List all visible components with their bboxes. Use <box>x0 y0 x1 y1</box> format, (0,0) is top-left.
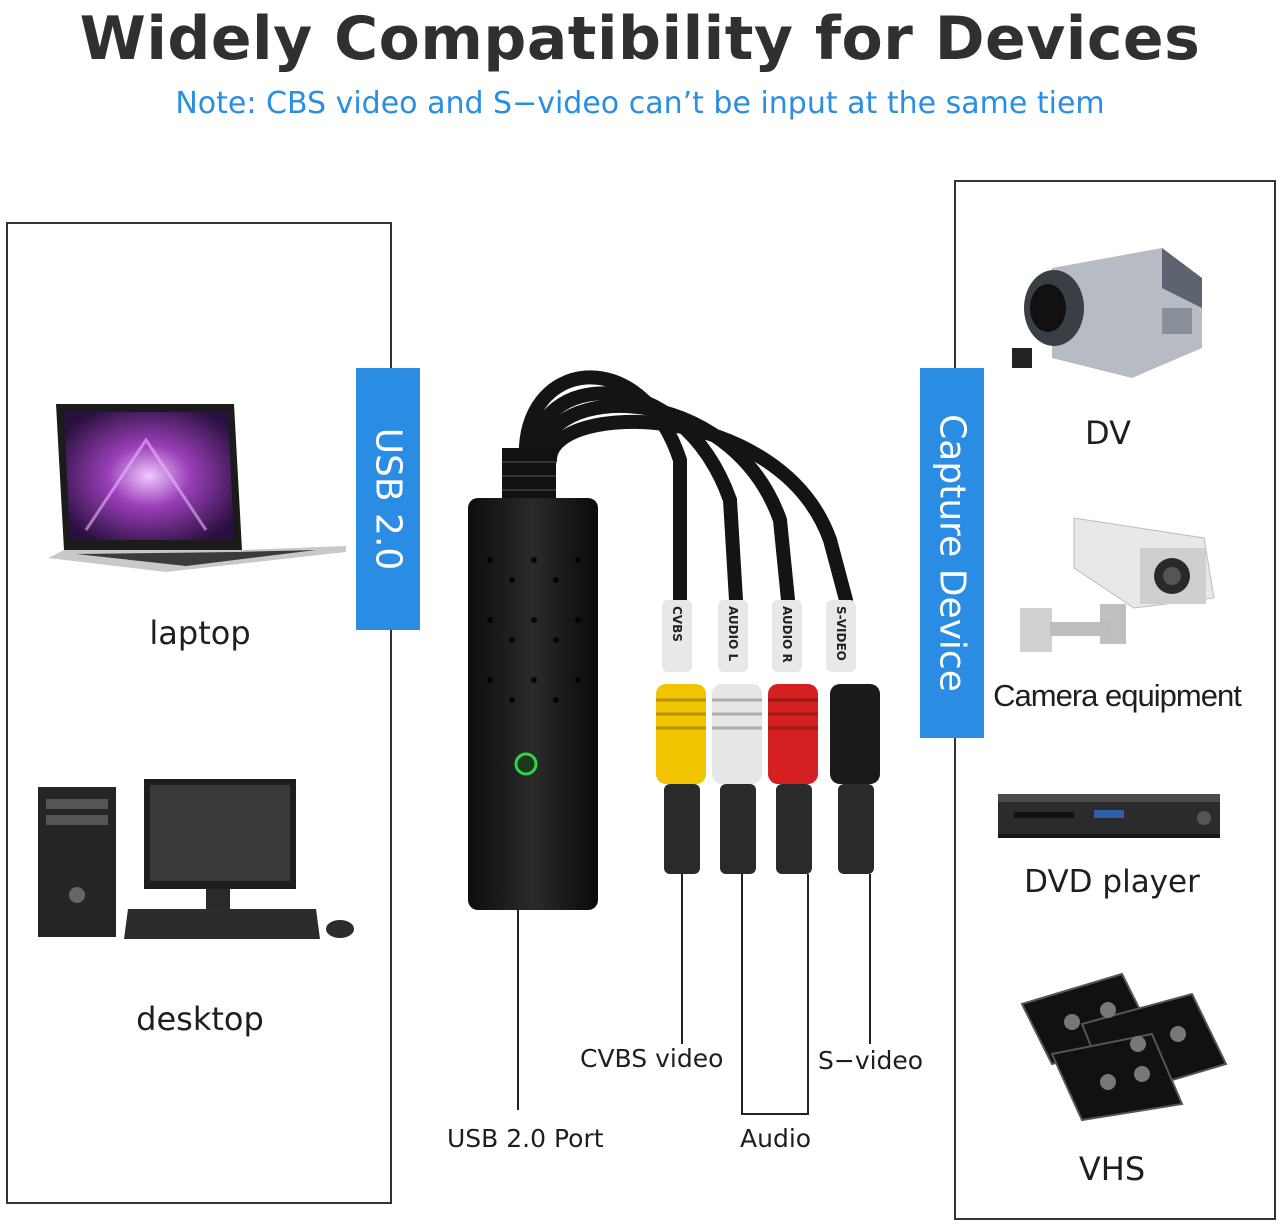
audio-callout: Audio <box>740 1124 812 1153</box>
audio-left-cable <box>526 386 743 607</box>
plug-label-2: AUDIO R <box>780 606 794 663</box>
plug-label-3: S-VIDEO <box>834 606 848 661</box>
power-led-icon <box>514 752 538 776</box>
computers-panel <box>6 222 392 1204</box>
s-video-callout: S−video <box>818 1046 924 1075</box>
laptop-icon <box>48 404 346 572</box>
usb-tab: USB 2.0 <box>356 368 420 630</box>
capture-device-tab-label: Capture Device <box>931 414 973 692</box>
security-camera-icon <box>1020 517 1215 652</box>
capture-device-tab: Capture Device <box>920 368 984 738</box>
dvd-player-icon <box>998 794 1220 838</box>
compatibility-note: Note: CBS video and S−video can’t be inp… <box>175 86 1105 121</box>
vhs-label: VHS <box>1078 1150 1146 1188</box>
usb-port-callout: USB 2.0 Port <box>447 1124 604 1153</box>
dvd-player-label: DVD player <box>1024 864 1200 900</box>
desktop-label: desktop <box>136 1000 264 1038</box>
laptop-label: laptop <box>149 614 251 652</box>
cvbs-video-callout: CVBS video <box>580 1044 724 1073</box>
camcorder-icon <box>1012 248 1202 378</box>
audio-right-cable <box>534 398 795 607</box>
cvbs-cable <box>518 370 687 607</box>
dv-label: DV <box>1085 414 1131 452</box>
plug-label-0: CVBS <box>670 606 684 642</box>
page-title: Widely Compatibility for Devices <box>79 4 1201 74</box>
usb-tab-label: USB 2.0 <box>367 427 409 571</box>
usb-capture-device: CVBS AUDIO L AUDIO R S-VIDEO <box>468 370 880 1115</box>
desktop-computer-icon <box>38 779 354 939</box>
camera-equipment-label: Camera equipment <box>993 678 1242 713</box>
vhs-tapes-icon <box>1020 972 1228 1122</box>
plug-label-1: AUDIO L <box>726 606 740 661</box>
svideo-cable <box>543 414 853 607</box>
